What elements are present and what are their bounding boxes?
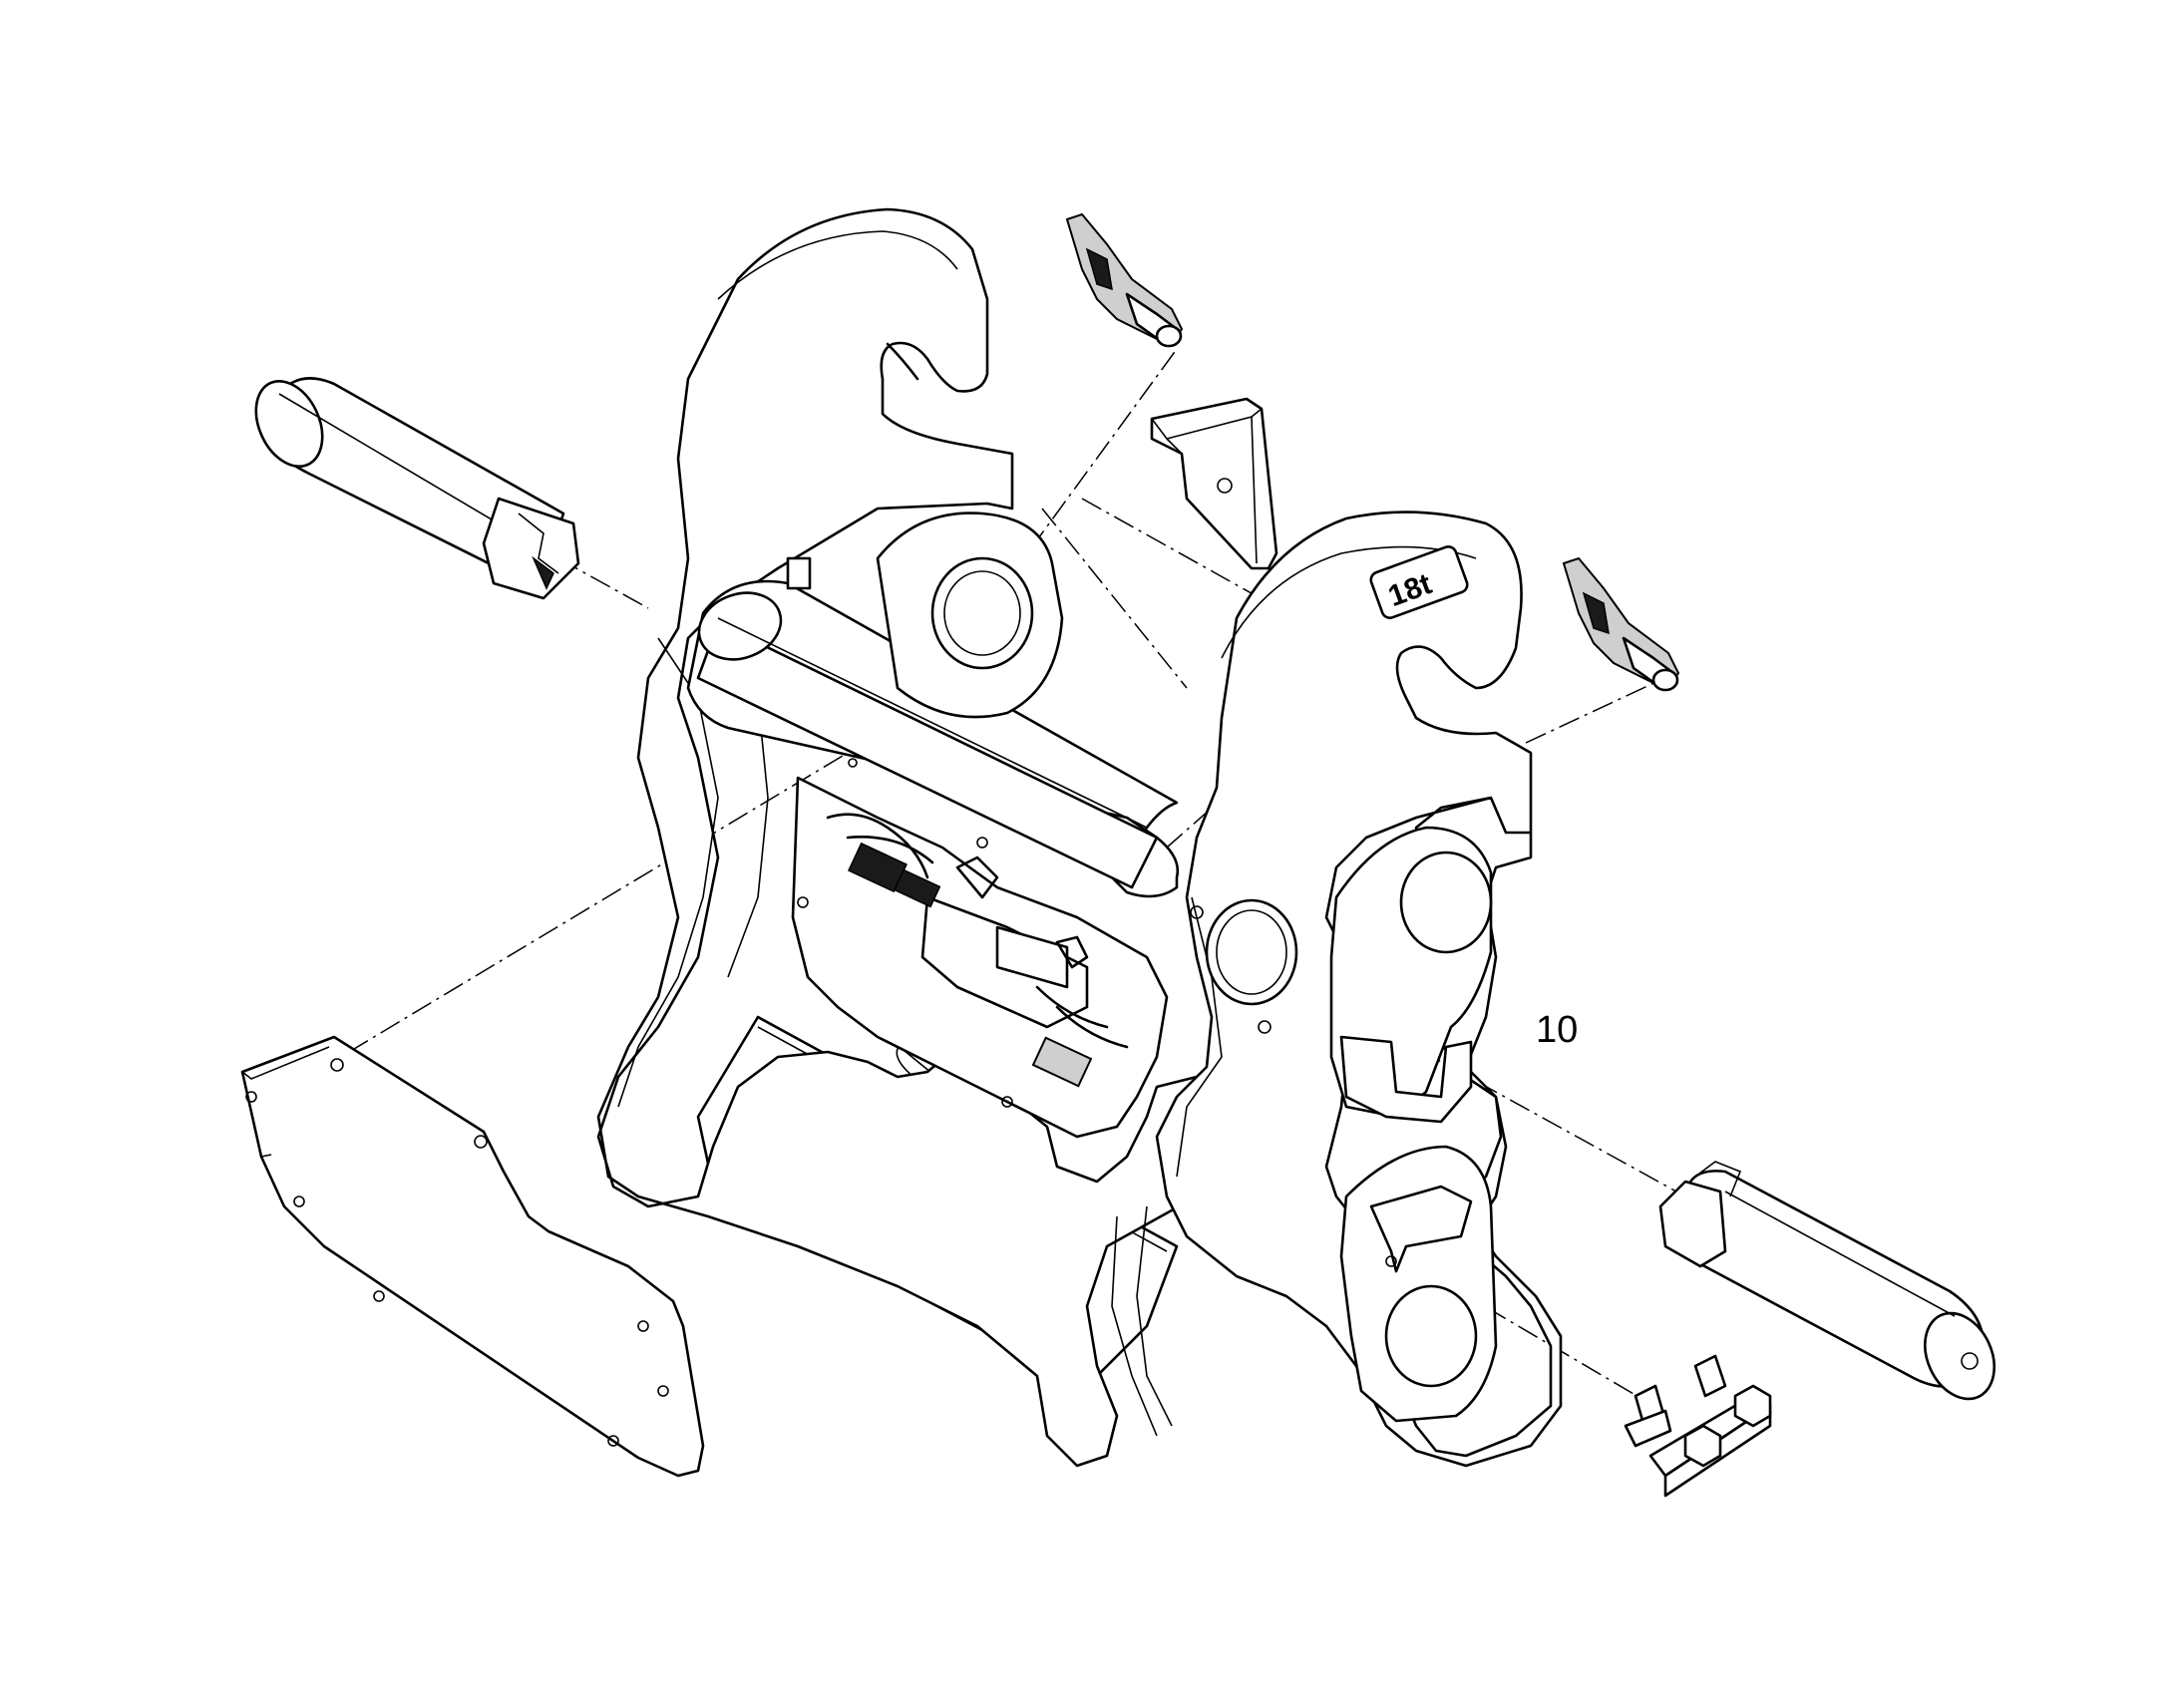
pin-lower-right bbox=[1658, 1161, 1996, 1401]
hydraulic-assembly bbox=[791, 776, 1169, 1139]
frame-right-plate bbox=[1111, 511, 1563, 1468]
latch-upper-left bbox=[1065, 212, 1184, 348]
pin-upper-left bbox=[254, 377, 580, 600]
bolt-clamp bbox=[1624, 1354, 1772, 1498]
cover-plate bbox=[240, 1035, 705, 1478]
latch-upper-right bbox=[1562, 556, 1680, 692]
capacity-badge: 18t bbox=[1369, 545, 1469, 619]
wedge-block bbox=[1150, 397, 1278, 570]
center-lug bbox=[876, 512, 1064, 719]
upper-cross-tube bbox=[686, 556, 1180, 898]
callout-10: 10 bbox=[1536, 1009, 1578, 1051]
right-plate-details bbox=[1190, 826, 1498, 1423]
